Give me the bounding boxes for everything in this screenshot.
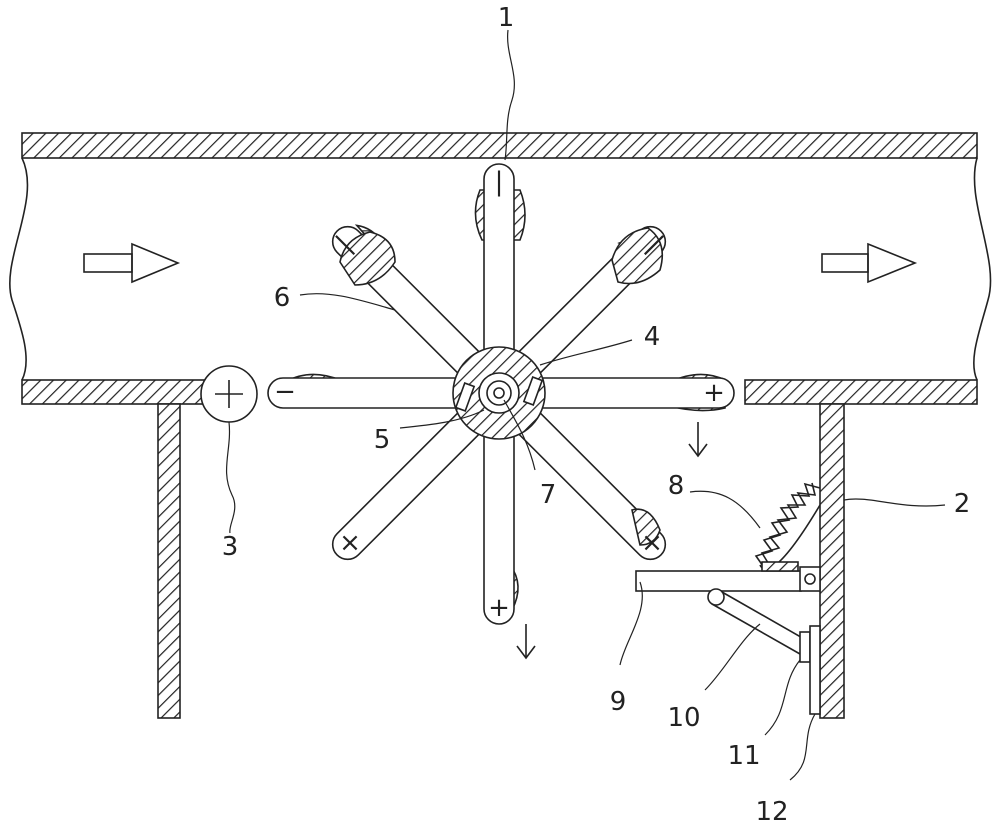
leader-1: [504, 29, 515, 161]
right-support-leg: [819, 403, 845, 719]
arm-mark-lower-right: ×: [641, 528, 663, 558]
blade-weight-upper-left: [339, 231, 396, 286]
blade-weight-upper-right: [611, 227, 664, 285]
spring-8: [754, 482, 821, 571]
label-3: 3: [222, 532, 239, 562]
leader-10: [704, 623, 761, 691]
leader-2: [843, 498, 946, 507]
leader-8: [689, 490, 761, 529]
impeller: | + − + | | × ×: [267, 163, 735, 625]
left-support-leg: [157, 403, 181, 719]
down-arrow-icon-1: [688, 422, 708, 458]
left-break-line: [9, 157, 29, 381]
leader-7: [503, 399, 536, 471]
arm-mark-bottom: +: [488, 593, 510, 623]
label-1: 1: [498, 3, 515, 33]
arm-mark-top: |: [495, 167, 504, 197]
bottom-wall-right: [744, 379, 978, 405]
label-8: 8: [668, 471, 685, 501]
roller-3: [200, 365, 258, 423]
label-12: 12: [755, 797, 788, 827]
bottom-wall-left: [21, 379, 208, 405]
leader-4: [539, 339, 633, 366]
label-11: 11: [727, 741, 760, 771]
down-arrow-icon-2: [516, 624, 536, 660]
hub: [452, 346, 546, 440]
arm-mark-left: −: [274, 377, 296, 407]
leader-3: [225, 421, 236, 534]
label-4: 4: [644, 322, 661, 352]
flow-arrow-icon-right: [821, 242, 918, 284]
link-10: [707, 588, 807, 655]
arm-mark-right: +: [703, 378, 725, 408]
block-12: [809, 625, 821, 715]
leader-6: [299, 293, 396, 311]
arm-mark-lower-left: ×: [339, 528, 361, 558]
blade-weight-lower-right: [631, 508, 661, 546]
leader-9: [619, 581, 643, 666]
label-9: 9: [610, 687, 627, 717]
leader-11: [764, 659, 801, 736]
label-7: 7: [540, 480, 557, 510]
leader-5: [399, 409, 485, 429]
flow-arrow-icon-left: [83, 242, 181, 284]
label-2: 2: [954, 489, 971, 519]
label-10: 10: [667, 703, 700, 733]
plate-9: [635, 561, 821, 592]
right-break-line: [973, 157, 992, 381]
top-wall: [21, 132, 978, 159]
leader-12: [789, 713, 816, 781]
label-5: 5: [374, 425, 391, 455]
label-6: 6: [274, 283, 291, 313]
block-11: [799, 631, 811, 663]
